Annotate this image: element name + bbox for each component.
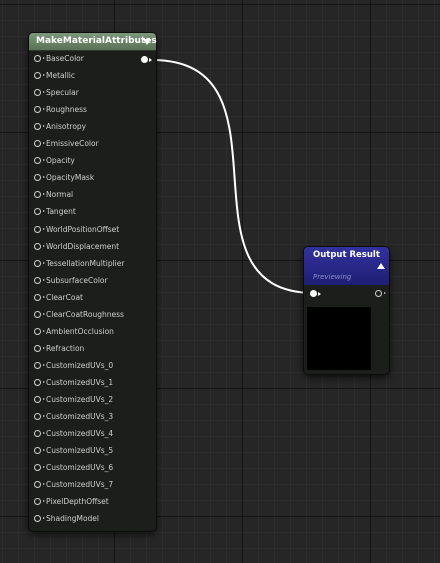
input-pin-icon[interactable] [34, 140, 45, 148]
input-pin-icon[interactable] [34, 89, 45, 97]
pin-label: Anisotropy [46, 122, 87, 132]
pin-label: BaseColor [46, 54, 84, 63]
pin-label: CustomizedUVs_4 [46, 429, 114, 439]
input-pin-icon[interactable] [34, 123, 45, 131]
pin-label: ClearCoat [46, 292, 83, 302]
pin-label: OpacityMask [46, 173, 95, 183]
input-pin-icon[interactable] [34, 447, 45, 455]
pin-label: ShadingModel [46, 514, 99, 524]
input-pin-icon[interactable] [34, 344, 45, 352]
input-pin-icon[interactable] [34, 413, 45, 421]
pin-label: Tangent [46, 207, 76, 217]
node-title: Output Result [313, 250, 380, 260]
input-pin-icon[interactable] [34, 481, 45, 489]
pin-label: CustomizedUVs_6 [46, 463, 114, 473]
pin-label: WorldPositionOffset [46, 224, 120, 234]
input-pin-icon[interactable] [34, 464, 45, 472]
preview-thumbnail [307, 307, 371, 370]
pin-label: Specular [46, 88, 79, 98]
expand-arrow-icon[interactable] [377, 263, 385, 269]
pin-label: PixelDepthOffset [46, 497, 109, 507]
pin-label: WorldDisplacement [46, 241, 120, 251]
pin-label: CustomizedUVs_7 [46, 480, 114, 490]
input-pin-icon[interactable] [34, 430, 45, 438]
input-pin-icon[interactable] [34, 293, 45, 301]
pin-label: CustomizedUVs_1 [46, 377, 114, 387]
input-pin-icon[interactable] [34, 259, 45, 267]
input-pin-icon[interactable] [34, 174, 45, 182]
node-title: MakeMaterialAttributes [36, 36, 157, 46]
input-pin-icon[interactable] [34, 191, 45, 199]
output-result-node[interactable]: Output Result Previewing [304, 247, 389, 374]
node-subtitle: Previewing [313, 273, 352, 281]
output-pin-icon[interactable] [141, 56, 152, 63]
pin-label: SubsurfaceColor [46, 275, 108, 285]
pin-label: Metallic [46, 71, 75, 81]
pin-label: CustomizedUVs_5 [46, 446, 114, 456]
pin-label: Refraction [46, 343, 85, 353]
pin-label: TessellationMultiplier [46, 258, 125, 268]
pin-label: CustomizedUVs_0 [46, 360, 114, 370]
pin-label: EmissiveColor [46, 139, 99, 149]
input-pin-icon[interactable] [34, 242, 45, 250]
input-pin-icon[interactable] [34, 498, 45, 506]
pin-label: Normal [46, 190, 74, 200]
input-pin-icon[interactable] [34, 55, 45, 62]
input-pin-icon[interactable] [34, 276, 45, 284]
pin-label: AmbientOcclusion [46, 326, 114, 336]
node-header[interactable]: MakeMaterialAttributes [29, 33, 157, 51]
input-pin-icon[interactable] [34, 310, 45, 318]
pin-label: CustomizedUVs_3 [46, 412, 114, 422]
input-pin-icon[interactable] [34, 327, 45, 335]
input-pin-icon[interactable] [34, 225, 45, 233]
node-header[interactable]: Output Result Previewing [304, 247, 389, 285]
output-pin-icon[interactable] [375, 290, 386, 297]
input-pin-icon[interactable] [34, 361, 45, 369]
input-pin-icon[interactable] [34, 208, 45, 216]
input-pin-icon[interactable] [34, 106, 45, 114]
collapse-arrow-icon[interactable] [143, 39, 151, 45]
pin-label: ClearCoatRoughness [46, 309, 124, 319]
input-pin-icon[interactable] [34, 378, 45, 386]
pin-label: Roughness [46, 105, 87, 115]
pin-label: Opacity [46, 156, 75, 166]
pin-label: CustomizedUVs_2 [46, 395, 114, 404]
input-pin-icon[interactable] [34, 157, 45, 165]
input-pin-icon[interactable] [310, 290, 321, 297]
input-pin-icon[interactable] [34, 396, 45, 403]
input-pin-icon[interactable] [34, 515, 45, 523]
input-pin-icon[interactable] [34, 72, 45, 80]
